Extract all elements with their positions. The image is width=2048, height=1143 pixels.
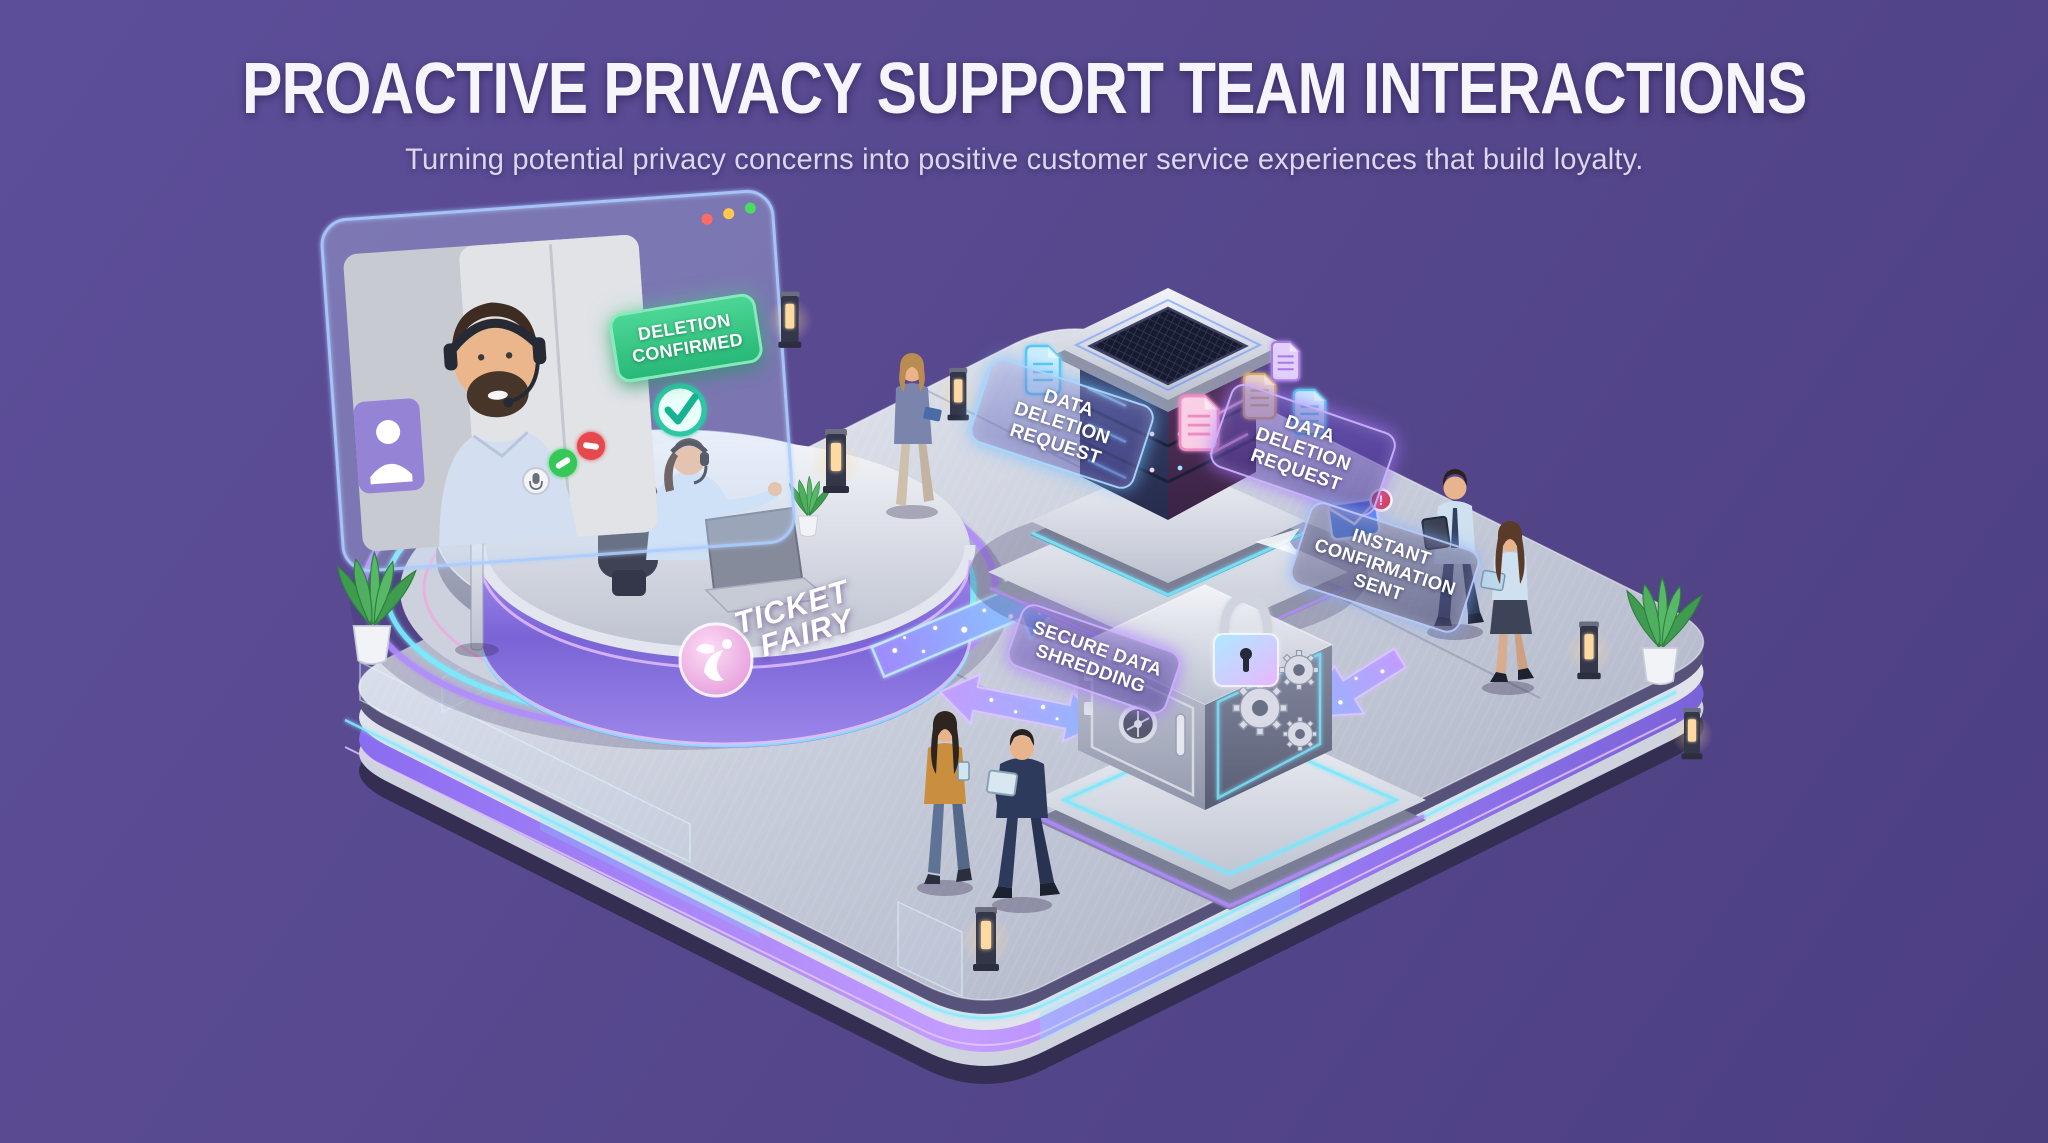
flow-arrow-left-small [1255,528,1300,556]
document-icon [1270,340,1301,382]
document-icon [1178,394,1220,452]
window-dot-yellow [723,208,735,220]
flow-arrow-double [938,672,1105,744]
person-walking-woman [886,353,942,519]
fairy-icon [696,639,732,681]
avatar-placeholder [353,398,425,494]
video-feed [343,235,658,552]
caller-man [439,302,577,547]
window-dot-green [744,202,756,214]
svg-text:!: ! [1379,492,1384,508]
page-subtitle: Turning potential privacy concerns into … [0,143,2048,177]
vault-safe [1076,584,1334,810]
page-title: PROACTIVE PRIVACY SUPPORT TEAM INTERACTI… [0,48,2048,130]
padlock-icon [1213,593,1279,687]
page-subtitle-text: Turning potential privacy concerns into … [404,143,1644,176]
video-call-window [320,189,796,573]
call-controls [522,432,605,495]
person-customer-man-suit [985,729,1060,913]
speed-streaks [366,265,1808,942]
person-icon [376,419,401,444]
window-dot-red [701,213,713,225]
person-customer-woman [917,711,973,896]
person-staff-woman [1480,521,1534,695]
page-title-text: PROACTIVE PRIVACY SUPPORT TEAM INTERACTI… [241,49,1807,129]
check-icon [653,383,707,437]
